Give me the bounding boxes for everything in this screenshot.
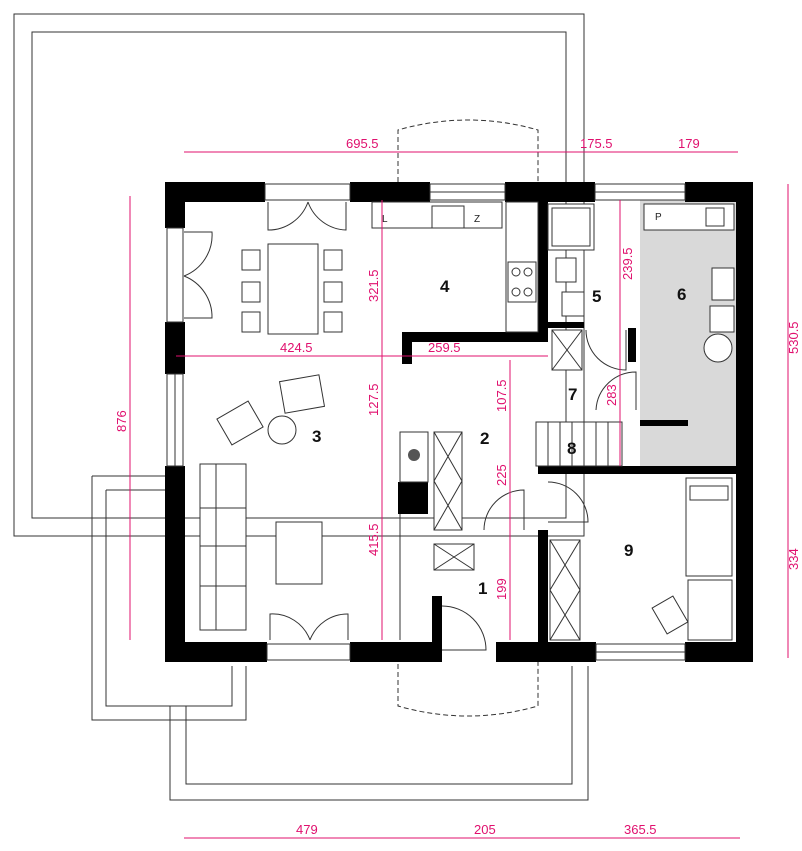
kitchen-fixture-L: L [382, 214, 388, 225]
dim-bottom-0: 479 [296, 822, 318, 837]
dim-left: 876 [114, 410, 129, 432]
dim-top-0: 695.5 [346, 136, 379, 151]
dim-kitchen-counter: 259.5 [428, 340, 461, 355]
dim-dining-width: 424.5 [280, 340, 313, 355]
dim-hall-upper: 127.5 [366, 383, 381, 416]
room-label-6: 6 [677, 285, 686, 304]
boiler-fixture-P: P [655, 212, 662, 223]
room-label-9: 9 [624, 541, 633, 560]
dim-bath-height: 239.5 [620, 247, 635, 280]
dim-right-1: 334 [786, 548, 801, 570]
room-label-7: 7 [568, 385, 577, 404]
bay-window [397, 119, 539, 717]
room-label-4: 4 [440, 277, 450, 296]
dim-door-283: 283 [604, 384, 619, 406]
room-label-8: 8 [567, 439, 576, 458]
dim-hall7-width: 107.5 [494, 379, 509, 412]
room-label-5: 5 [592, 287, 601, 306]
room-label-2: 2 [480, 429, 489, 448]
dim-living-height: 415.5 [366, 523, 381, 556]
room-label-1: 1 [478, 579, 487, 598]
dim-entry-199: 199 [494, 578, 509, 600]
dim-top-1: 175.5 [580, 136, 613, 151]
furniture [199, 201, 735, 641]
doors [183, 201, 637, 651]
dim-top-2: 179 [678, 136, 700, 151]
windows [166, 183, 686, 661]
walls [165, 182, 753, 662]
room-labels: 1 2 3 4 5 6 7 8 9 [312, 277, 686, 598]
dimension-labels: 695.5 175.5 179 479 205 365.5 876 530.5 … [114, 136, 801, 837]
dim-bottom-2: 365.5 [624, 822, 657, 837]
dim-kitchen-height: 321.5 [366, 269, 381, 302]
room-label-3: 3 [312, 427, 321, 446]
kitchen-fixture-Z: Z [474, 214, 480, 225]
dim-hall-225: 225 [494, 464, 509, 486]
dimension-lines [129, 151, 789, 839]
dim-right-0: 530.5 [786, 321, 801, 354]
dim-bottom-1: 205 [474, 822, 496, 837]
